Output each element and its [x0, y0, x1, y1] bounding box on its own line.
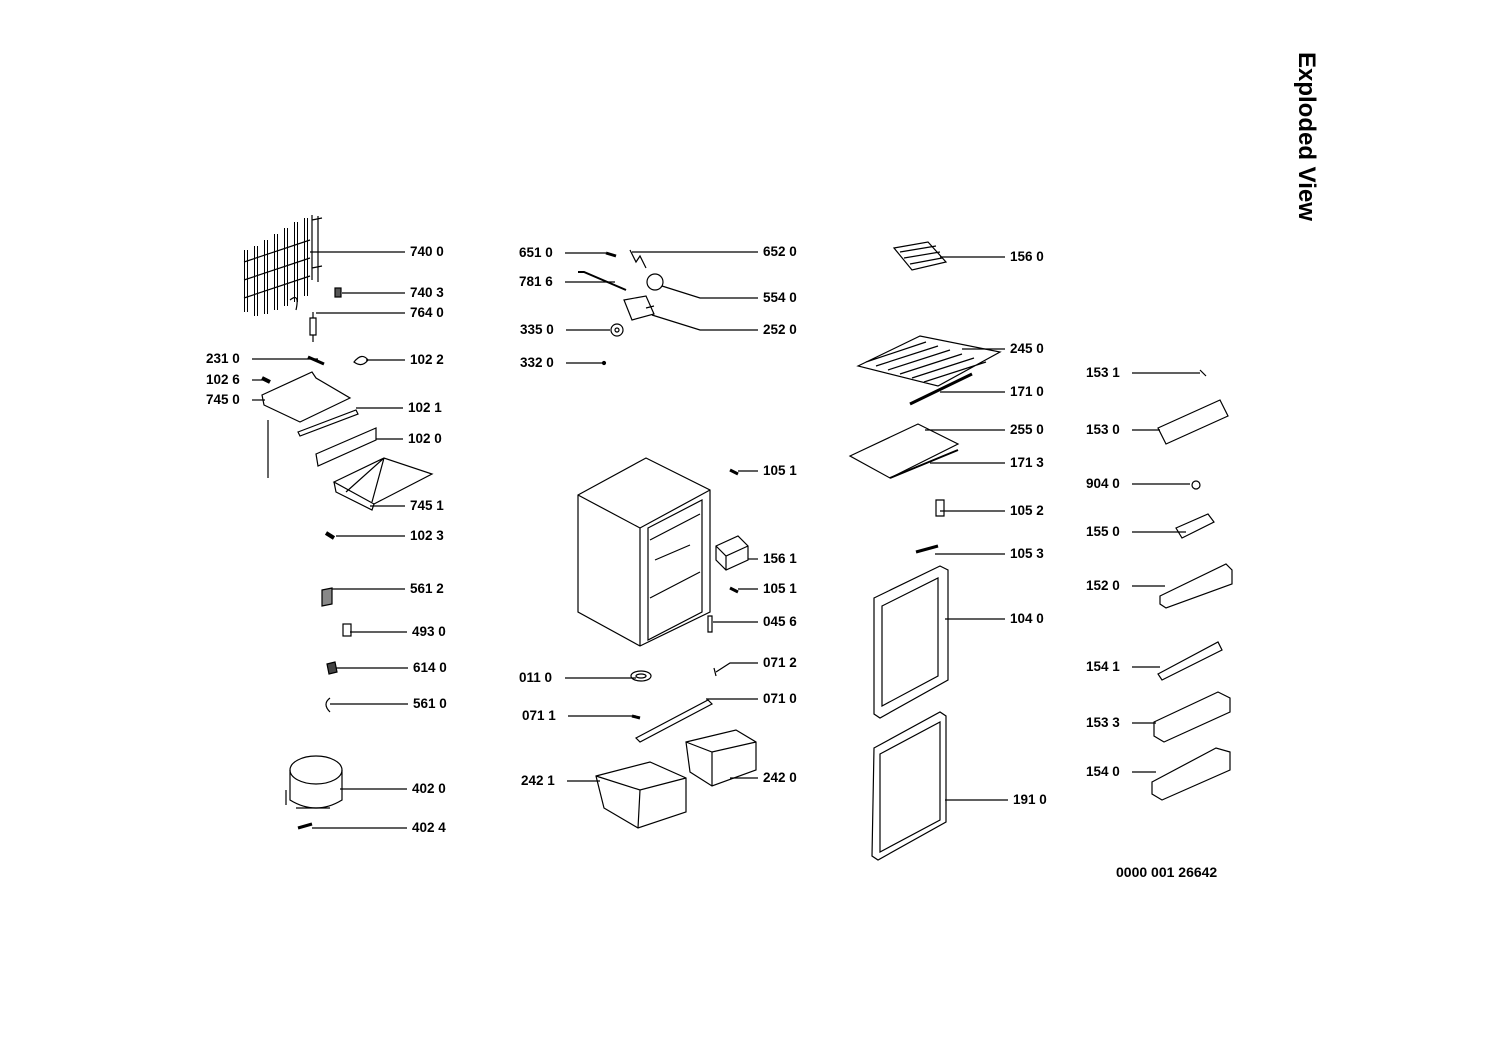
part-label-p4930: 493 0 — [412, 624, 446, 639]
part-label-p1533: 153 3 — [1086, 715, 1120, 730]
condenser-drawing — [243, 215, 323, 316]
part-label-p4020: 402 0 — [412, 781, 446, 796]
part-label-p1021: 102 1 — [408, 400, 442, 415]
leader-line-p2520 — [651, 314, 758, 331]
part-label-p1530: 153 0 — [1086, 422, 1120, 437]
part-label-p2550: 255 0 — [1010, 422, 1044, 437]
drawing-number: 0000 001 26642 — [1116, 864, 1218, 880]
cabinet-drawing — [577, 457, 711, 647]
part-label-p1020: 102 0 — [408, 431, 442, 446]
part-label-p0110: 011 0 — [519, 670, 553, 685]
part-label-p1520: 152 0 — [1086, 578, 1120, 593]
part-label-p3350: 335 0 — [520, 322, 554, 337]
part-label-p0710: 071 0 — [763, 691, 797, 706]
part-label-p1026: 102 6 — [206, 372, 240, 387]
part-label-p5612: 561 2 — [410, 581, 444, 596]
part-label-p0456: 045 6 — [763, 614, 797, 629]
part-label-p1022: 102 2 — [410, 352, 444, 367]
part-label-p3320: 332 0 — [520, 355, 554, 370]
part-label-p1561: 156 1 — [763, 551, 797, 566]
part-label-p1531: 153 1 — [1086, 365, 1120, 380]
part-label-p7640: 764 0 — [410, 305, 444, 320]
part-label-p4024: 402 4 — [412, 820, 446, 835]
part-label-p1040: 104 0 — [1010, 611, 1044, 626]
part-label-p9040: 904 0 — [1086, 476, 1120, 491]
leader-lines — [252, 251, 1200, 829]
part-label-p1550: 155 0 — [1086, 524, 1120, 539]
part-label-p7450: 745 0 — [206, 392, 240, 407]
freezer-door-drawing — [873, 565, 949, 719]
part-label-p1710: 171 0 — [1010, 384, 1044, 399]
part-label-p1713: 171 3 — [1010, 455, 1044, 470]
part-label-p0712: 071 2 — [763, 655, 797, 670]
part-label-p7403: 740 3 — [410, 285, 444, 300]
part-label-p0711: 071 1 — [522, 708, 556, 723]
part-label-p1052: 105 2 — [1010, 503, 1044, 518]
part-label-p1560: 156 0 — [1010, 249, 1044, 264]
part-label-p1910: 191 0 — [1013, 792, 1047, 807]
part-label-p1051a: 105 1 — [763, 463, 797, 478]
part-label-p6140: 614 0 — [413, 660, 447, 675]
part-label-p7451: 745 1 — [410, 498, 444, 513]
part-label-p2420: 242 0 — [763, 770, 797, 785]
part-label-p2421: 242 1 — [521, 773, 555, 788]
part-label-p1541: 154 1 — [1086, 659, 1120, 674]
part-label-p5540: 554 0 — [763, 290, 797, 305]
compressor-drawing — [285, 755, 343, 809]
part-label-p1051b: 105 1 — [763, 581, 797, 596]
part-label-p1023: 102 3 — [410, 528, 444, 543]
door-gasket-drawing — [871, 711, 947, 861]
part-label-p7400: 740 0 — [410, 244, 444, 259]
part-label-p6520: 652 0 — [763, 244, 797, 259]
leader-line-p5540 — [661, 285, 758, 299]
leader-line-p0712 — [715, 662, 758, 673]
part-label-p2520: 252 0 — [763, 322, 797, 337]
part-label-p2450: 245 0 — [1010, 341, 1044, 356]
part-label-p5610: 561 0 — [413, 696, 447, 711]
part-label-p1540: 154 0 — [1086, 764, 1120, 779]
part-label-p6510: 651 0 — [519, 245, 553, 260]
part-label-p2310: 231 0 — [206, 351, 240, 366]
part-label-p1053: 105 3 — [1010, 546, 1044, 561]
part-label-p7816: 781 6 — [519, 274, 553, 289]
